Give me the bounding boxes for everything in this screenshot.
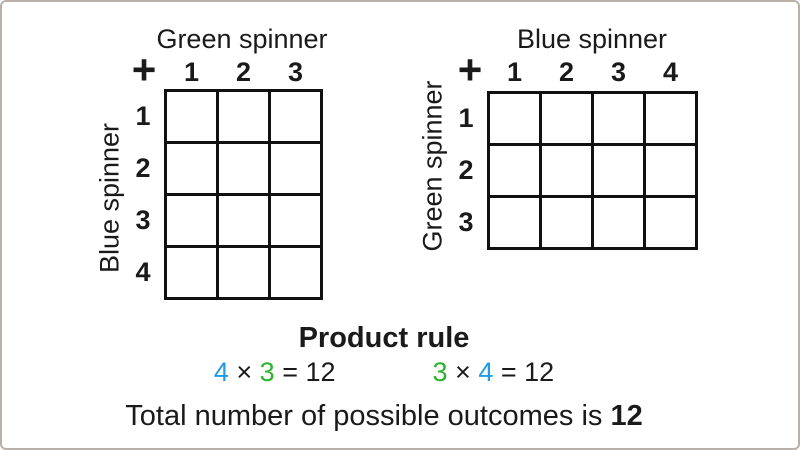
left-col-header: 2 — [235, 56, 252, 87]
equation: 4 × 3 = 12 — [214, 357, 336, 388]
right-table-title: Blue spinner — [516, 24, 668, 54]
right-col-header: 3 — [610, 56, 627, 87]
right-row-header: 3 — [458, 207, 474, 237]
grid-cell — [646, 146, 695, 195]
equation: 3 × 4 = 12 — [433, 357, 555, 388]
grid-cell — [219, 248, 268, 297]
right-row-headers: 1 2 3 — [449, 91, 483, 250]
grid-cell — [490, 146, 539, 195]
grid-cell — [167, 248, 216, 297]
grid-cell — [167, 92, 216, 141]
grid-cell — [646, 94, 695, 143]
left-row-header: 1 — [135, 101, 151, 131]
left-row-header: 3 — [135, 205, 151, 235]
left-col-header: 1 — [183, 56, 200, 87]
left-plus-symbol: + — [131, 46, 157, 93]
equation-operand: 3 — [432, 357, 448, 387]
left-column-headers: 1 2 3 — [164, 54, 323, 90]
equation-result: = 12 — [493, 357, 555, 387]
grid-cell — [271, 92, 320, 141]
equation-operand: 4 — [213, 357, 229, 387]
product-rule-equations: 4 × 3 = 12 3 × 4 = 12 — [2, 357, 766, 388]
grid-cell — [542, 146, 591, 195]
equation-operand: 4 — [478, 357, 494, 387]
grid-cell — [219, 92, 268, 141]
grid-cell — [167, 196, 216, 245]
product-rule-heading: Product rule — [298, 322, 470, 354]
total-outcomes-text: Total number of possible outcomes is — [125, 400, 611, 432]
times-operator: × — [228, 357, 260, 387]
grid-cell — [167, 144, 216, 193]
left-sample-space-grid — [164, 89, 323, 300]
grid-cell — [594, 198, 643, 247]
equation-result: = 12 — [274, 357, 336, 387]
left-row-header: 2 — [135, 153, 151, 183]
right-side-label: Green spinner — [417, 80, 448, 252]
grid-cell — [490, 94, 539, 143]
total-outcomes-line: Total number of possible outcomes is 12 — [2, 400, 766, 433]
grid-cell — [594, 146, 643, 195]
total-outcomes-value: 12 — [610, 400, 643, 432]
times-operator: × — [447, 357, 479, 387]
grid-cell — [490, 198, 539, 247]
grid-cell — [271, 248, 320, 297]
left-row-header: 4 — [135, 257, 151, 287]
grid-cell — [271, 196, 320, 245]
equation-operand: 3 — [259, 357, 275, 387]
right-col-header: 2 — [558, 56, 575, 87]
right-row-header: 1 — [458, 103, 474, 133]
left-col-header: 3 — [287, 56, 304, 87]
left-side-label: Blue spinner — [94, 122, 125, 274]
grid-cell — [219, 196, 268, 245]
grid-cell — [542, 198, 591, 247]
left-row-headers: 1 2 3 4 — [126, 89, 160, 300]
grid-cell — [542, 94, 591, 143]
right-col-header: 4 — [662, 56, 679, 87]
grid-cell — [646, 198, 695, 247]
right-col-header: 1 — [506, 56, 523, 87]
right-plus-symbol: + — [457, 46, 483, 93]
right-sample-space-grid — [487, 91, 698, 250]
grid-cell — [219, 144, 268, 193]
grid-cell — [271, 144, 320, 193]
right-column-headers: 1 2 3 4 — [487, 54, 698, 90]
left-table-title: Green spinner — [156, 24, 328, 54]
grid-cell — [594, 94, 643, 143]
right-row-header: 2 — [458, 155, 474, 185]
